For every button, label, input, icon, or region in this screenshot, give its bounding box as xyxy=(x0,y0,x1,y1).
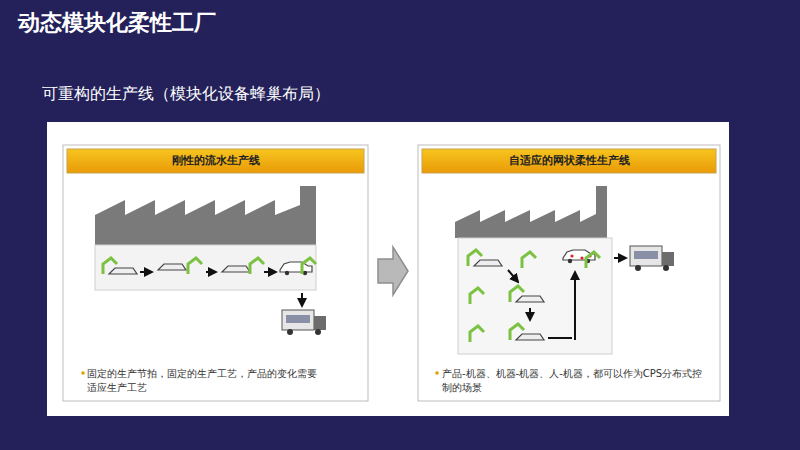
panel-header: 刚性的流水生产线 xyxy=(67,149,364,173)
line-panel: 刚性的流水生产线固定的生产节拍，固定的生产工艺，产品的变化需要适应生产工艺 xyxy=(63,145,368,401)
panel-note: 固定的生产节拍，固定的生产工艺，产品的变化需要适应生产工艺 xyxy=(87,367,319,395)
page-title: 动态模块化柔性工厂 xyxy=(18,8,216,38)
subtitle: 可重构的生产线（模块化设备蜂巢布局） xyxy=(42,84,330,105)
line-panel: 自适应的网状柔性生产线产品-机器、机器-机器、人-机器，都可以作为CPS分布式控… xyxy=(418,145,720,401)
block-arrow xyxy=(378,247,408,295)
panel-note: 产品-机器、机器-机器、人-机器，都可以作为CPS分布式控制的场景 xyxy=(442,367,704,395)
panel-header: 自适应的网状柔性生产线 xyxy=(422,149,716,173)
